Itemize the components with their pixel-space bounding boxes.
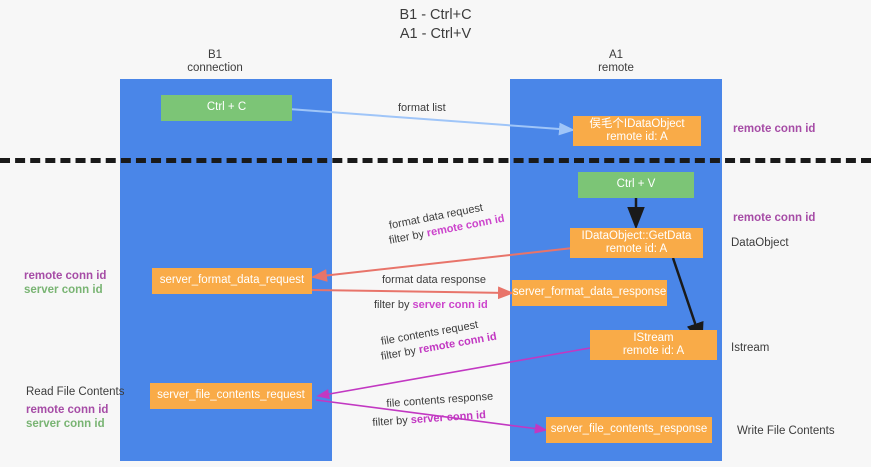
annotation-left-server-conn-id-bottom: server conn id [26,418,105,430]
title-line-1: B1 - Ctrl+C [399,7,472,23]
column-header-a1: A1 remote [556,49,676,75]
edge-label-format-data-request-group: format data request filter by remote con… [388,202,505,248]
annotation-read-file-contents: Read File Contents [26,386,125,398]
node-idataobject-line-1: 俣⽑个IDataObject [589,117,685,130]
annotation-dataobject: DataObject [731,237,789,249]
node-server-format-data-request[interactable]: server_format_data_request [152,268,312,294]
node-ctrl-c[interactable]: Ctrl + C [161,95,292,121]
node-istream-line-2: remote id: A [622,345,685,357]
annotation-remote-conn-id-top: remote conn id [733,123,816,135]
node-ctrl-v[interactable]: Ctrl + V [578,172,694,198]
node-server-file-contents-response-label: server_file_contents_response [550,423,708,436]
node-getdata-line-1: IDataObject::GetData [581,229,692,242]
node-idataobject-getdata[interactable]: IDataObject::GetData remote id: A [570,228,703,258]
column-header-b1-name: B1 [207,49,223,61]
node-idataobject[interactable]: 俣⽑个IDataObject remote id: A [573,116,701,146]
node-server-format-data-response[interactable]: server_format_data_response [512,280,667,306]
filter-key-server-conn-id-1: server conn id [412,299,488,311]
filter-prefix-4: filter by [372,414,412,429]
diagram-title: B1 - Ctrl+C A1 - Ctrl+V [0,6,871,44]
column-header-b1: B1 connection [155,49,275,75]
edge-label-format-list: format list [398,102,446,114]
phase-divider [0,158,871,163]
node-istream-line-1: IStream [633,331,674,344]
edge-label-format-data-response: format data response [382,274,486,286]
edge-label-file-contents-request-group: file contents request filter by remote c… [380,319,498,364]
annotation-write-file-contents: Write File Contents [737,425,835,437]
node-getdata-line-2: remote id: A [605,243,668,255]
annotation-left-remote-conn-id-bottom: remote conn id [26,404,109,416]
edge-label-format-data-response-filter: filter by server conn id [374,299,488,312]
edge-label-file-contents-response-group: file contents response filter by server … [372,391,494,430]
edge-format-data-response [311,286,514,300]
filter-key-server-conn-id-2: server conn id [410,409,487,427]
column-header-a1-name: A1 [608,49,624,61]
column-header-b1-role: connection [187,62,243,74]
filter-prefix-2: filter by [374,299,413,311]
node-server-format-data-request-label: server_format_data_request [159,274,305,287]
node-idataobject-line-2: remote id: A [606,131,668,143]
node-server-format-data-response-label: server_format_data_response [512,286,667,299]
annotation-left-remote-conn-id-mid: remote conn id [24,270,107,282]
node-ctrl-v-label: Ctrl + V [616,178,656,191]
annotation-left-server-conn-id-mid: server conn id [24,284,103,296]
annotation-istream: Istream [731,342,770,354]
edge-label-file-contents-response: file contents response [386,390,494,410]
node-istream[interactable]: IStream remote id: A [590,330,717,360]
node-server-file-contents-response[interactable]: server_file_contents_response [546,417,712,443]
annotation-remote-conn-id-mid: remote conn id [733,212,816,224]
node-server-file-contents-request-label: server_file_contents_request [157,389,305,402]
column-header-a1-role: remote [598,62,634,74]
node-server-file-contents-request[interactable]: server_file_contents_request [150,383,312,409]
node-ctrl-c-label: Ctrl + C [206,101,247,114]
title-line-2: A1 - Ctrl+V [399,26,472,42]
edge-label-file-contents-response-filter: filter by server conn id [372,409,494,430]
